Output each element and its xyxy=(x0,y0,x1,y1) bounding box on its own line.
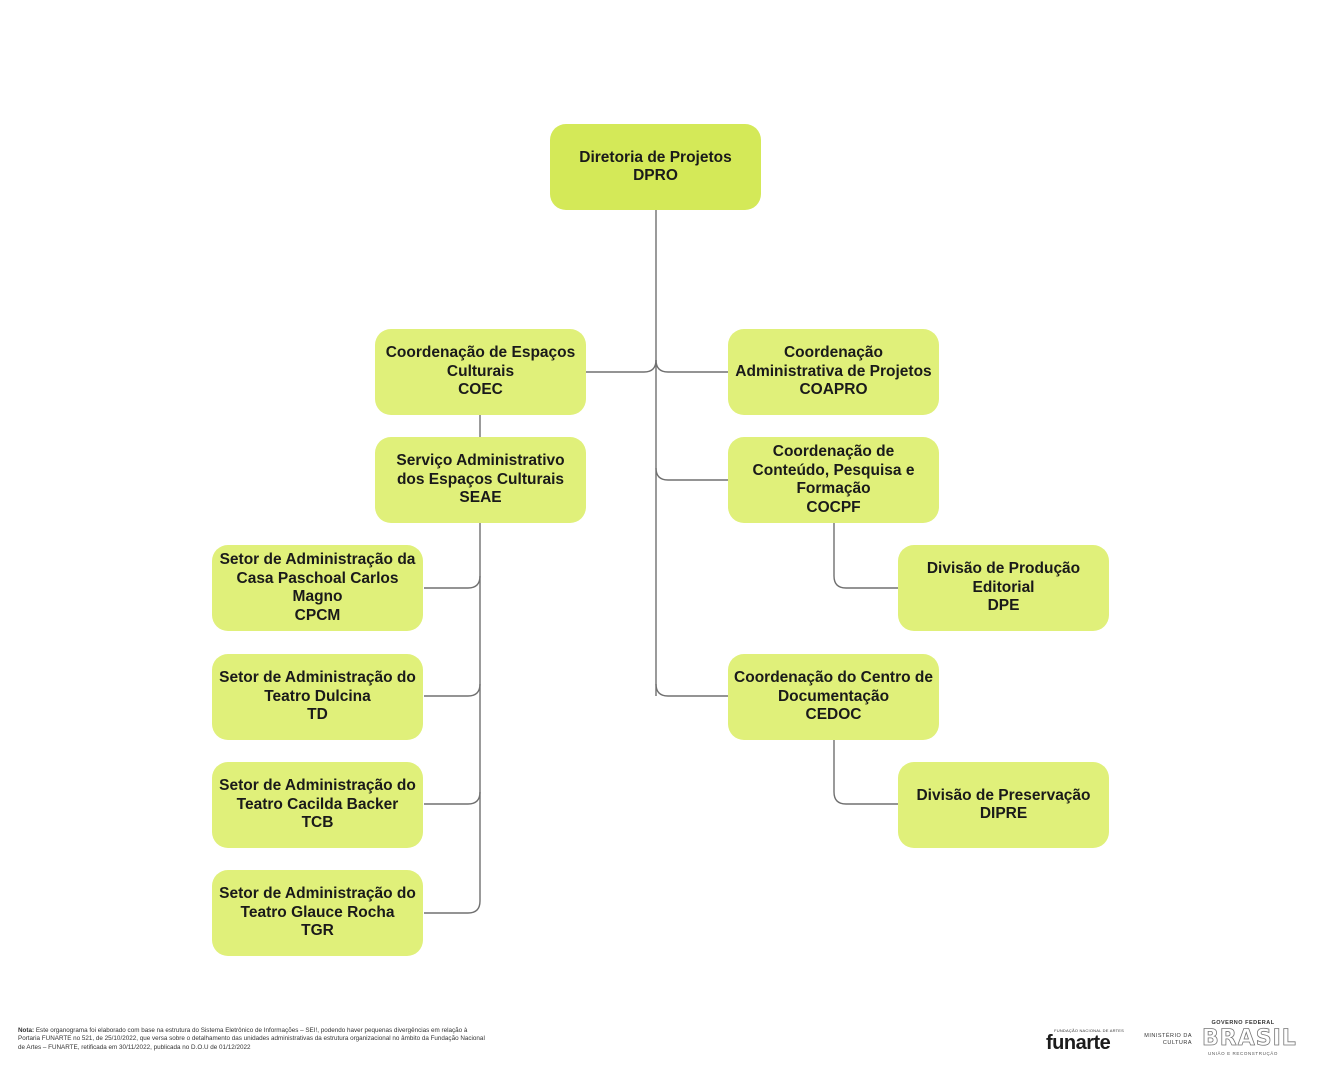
connector-cedoc-dipre xyxy=(833,740,898,805)
ministerio-cultura-logo: MINISTÉRIO DA CULTURA xyxy=(1136,1033,1192,1047)
node-coapro-line-1: Coordenação xyxy=(783,344,884,362)
logo-bar: FUNDAÇÃO NACIONAL DE ARTES funarte MINIS… xyxy=(1030,1016,1297,1066)
connector-seae-tgr xyxy=(424,522,481,914)
node-cedoc-line-1: Coordenação do Centro de xyxy=(734,669,933,687)
node-tcb-line-1: Setor de Administração do xyxy=(219,777,416,795)
footnote-label: Nota: xyxy=(18,1027,35,1034)
node-coapro-line-2: Administrativa de Projetos xyxy=(735,362,932,380)
node-coapro: Coordenação Administrativa de Projetos C… xyxy=(728,329,939,415)
node-seae-line-2: dos Espaços Culturais xyxy=(396,470,565,488)
funarte-logo-word: funarte xyxy=(1046,1032,1111,1054)
node-dpe-line-2: Editorial xyxy=(972,578,1035,596)
node-dipre-line-2: DIPRE xyxy=(979,805,1028,822)
node-seae-line-3: SEAE xyxy=(459,489,502,507)
node-td-line-2: Teatro Dulcina xyxy=(264,687,371,705)
footnote-text: Este organograma foi elaborado com base … xyxy=(18,1027,485,1051)
node-seae-line-1: Serviço Administrativo xyxy=(396,452,565,470)
node-dpro-line-2: DPRO xyxy=(633,167,678,184)
connector-coapro xyxy=(655,359,728,373)
minc-line-2: CULTURA xyxy=(1162,1040,1192,1046)
node-tcb-line-3: TCB xyxy=(301,814,334,832)
node-td-line-1: Setor de Administração do xyxy=(219,669,416,687)
connector-seae-cpcm xyxy=(424,575,481,589)
node-coec: Coordenação de Espaços Culturais COEC xyxy=(375,329,586,415)
node-cpcm-line-2: Casa Paschoal Carlos xyxy=(236,569,399,587)
node-coec-line-3: COEC xyxy=(458,381,503,399)
connector-seae-td xyxy=(424,683,481,697)
node-cocpf: Coordenação de Conteúdo, Pesquisa e Form… xyxy=(728,437,939,523)
footnote: Nota: Este organograma foi elaborado com… xyxy=(18,1027,488,1052)
node-cpcm-line-4: CPCM xyxy=(294,606,341,624)
node-cedoc-line-2: Documentação xyxy=(777,687,890,705)
node-tgr-line-3: TGR xyxy=(301,922,334,940)
node-cpcm-line-3: Magno xyxy=(292,588,343,605)
node-seae: Serviço Administrativo dos Espaços Cultu… xyxy=(375,437,586,523)
node-dpe-line-1: Divisão de Produção xyxy=(926,560,1081,578)
governo-federal-logo: GOVERNO FEDERAL BRASIL UNIÃO E RECONSTRU… xyxy=(1202,1020,1297,1057)
node-cocpf-line-4: COCPF xyxy=(806,498,861,516)
node-dipre: Divisão de Preservação DIPRE xyxy=(898,762,1109,848)
node-cedoc: Coordenação do Centro de Documentação CE… xyxy=(728,654,939,740)
node-coapro-line-3: COAPRO xyxy=(799,381,868,399)
node-cpcm: Setor de Administração da Casa Paschoal … xyxy=(212,545,423,631)
node-dpe-line-3: DPE xyxy=(987,597,1020,615)
node-cocpf-line-1: Coordenação de xyxy=(772,443,895,460)
node-coec-line-1: Coordenação de Espaços xyxy=(385,344,576,362)
node-coec-line-2: Culturais xyxy=(446,362,515,380)
node-cedoc-line-3: CEDOC xyxy=(805,706,862,724)
node-dpe: Divisão de Produção Editorial DPE xyxy=(898,545,1109,631)
node-tcb-line-2: Teatro Cacilda Backer xyxy=(236,795,399,813)
funarte-logo: FUNDAÇÃO NACIONAL DE ARTES funarte xyxy=(1046,1028,1124,1053)
node-tgr-line-1: Setor de Administração do xyxy=(219,885,416,903)
node-dpro-line-1: Diretoria de Projetos xyxy=(579,148,732,166)
connector-coec xyxy=(586,359,657,373)
node-cocpf-line-2: Conteúdo, Pesquisa e xyxy=(752,461,915,479)
connector-cocpf-dpe xyxy=(833,522,898,589)
gov-bottom-text: UNIÃO E RECONSTRUÇÃO xyxy=(1207,1051,1278,1056)
node-dpro: Diretoria de Projetos DPRO xyxy=(550,124,761,210)
minc-line-1: MINISTÉRIO DA xyxy=(1144,1033,1192,1039)
funarte-logo-subtitle: FUNDAÇÃO NACIONAL DE ARTES xyxy=(1054,1028,1124,1033)
node-cpcm-line-1: Setor de Administração da xyxy=(219,551,416,568)
node-tcb: Setor de Administração do Teatro Cacilda… xyxy=(212,762,423,848)
gov-brasil-word: BRASIL xyxy=(1202,1026,1297,1051)
node-tgr: Setor de Administração do Teatro Glauce … xyxy=(212,870,423,956)
gov-top-text: GOVERNO FEDERAL xyxy=(1211,1020,1275,1026)
node-dipre-line-1: Divisão de Preservação xyxy=(916,786,1091,804)
connector-cocpf xyxy=(655,467,728,481)
node-tgr-line-2: Teatro Glauce Rocha xyxy=(240,903,395,921)
connector-seae-tcb xyxy=(424,791,481,805)
node-cocpf-line-3: Formação xyxy=(796,480,871,497)
node-td-line-3: TD xyxy=(307,706,328,724)
node-td: Setor de Administração do Teatro Dulcina… xyxy=(212,654,423,740)
connector-cedoc xyxy=(655,683,728,697)
